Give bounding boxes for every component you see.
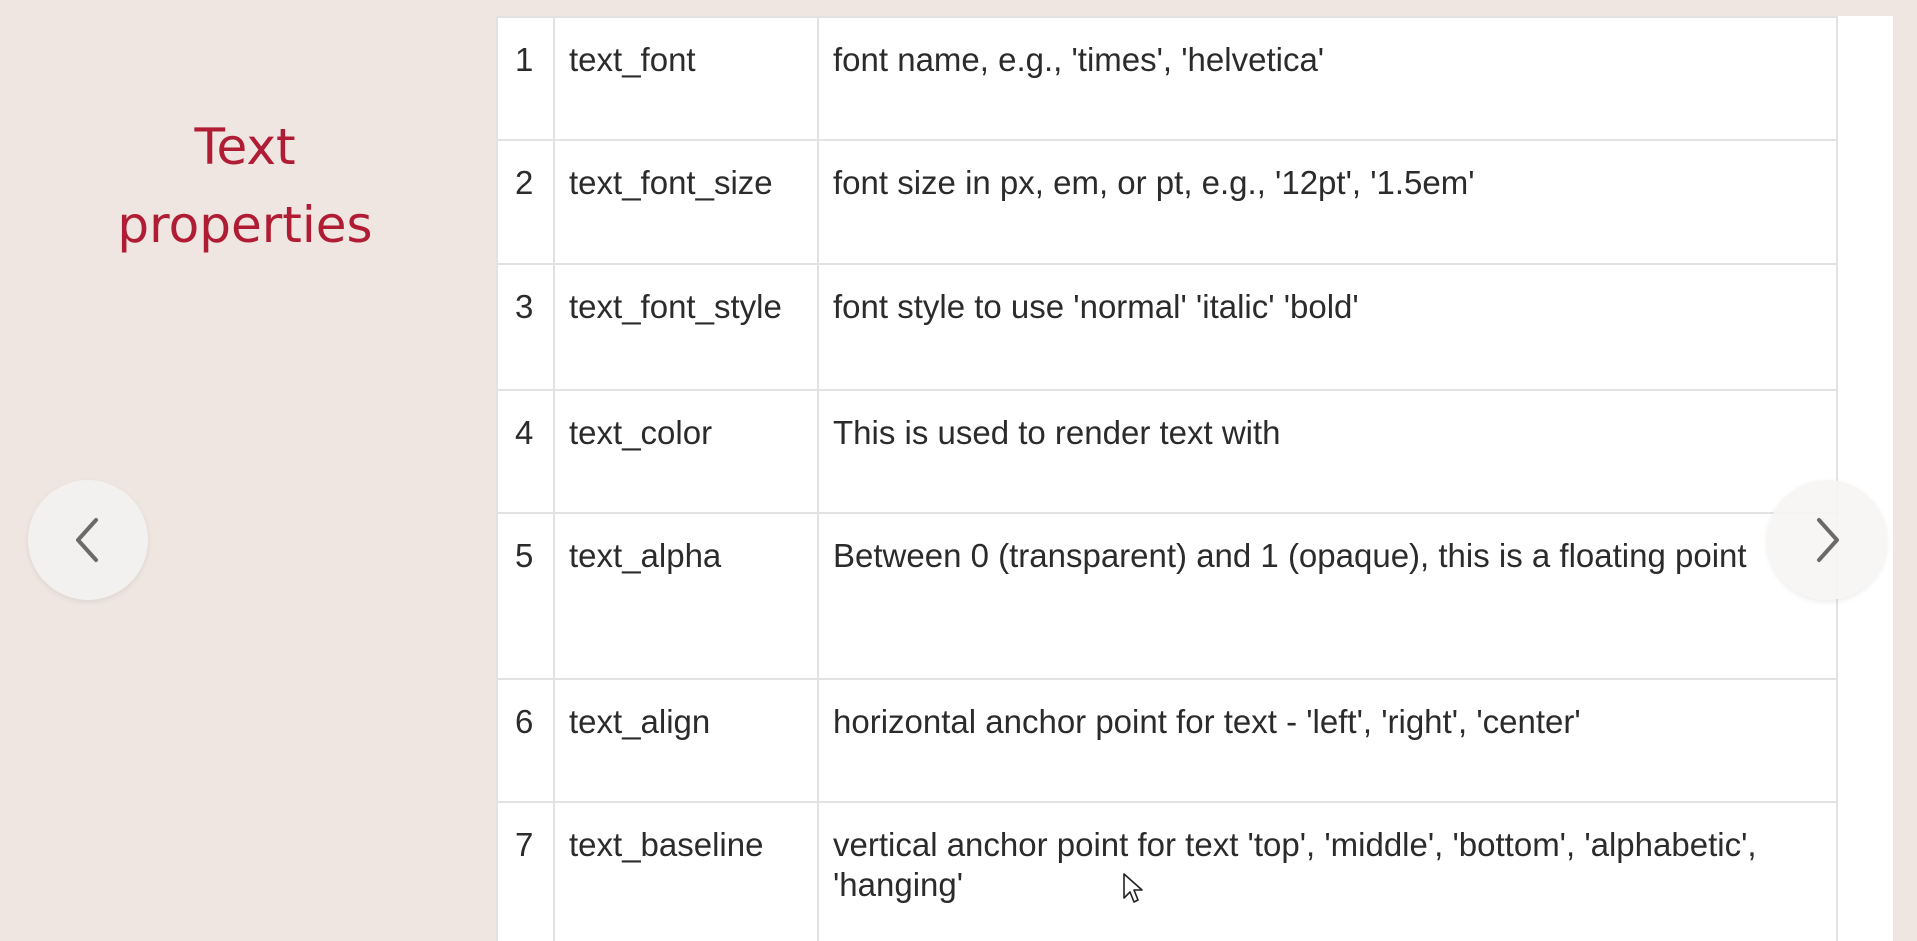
property-description: This is used to render text with <box>817 389 1838 514</box>
mouse-cursor-icon <box>1123 873 1143 903</box>
property-description: font size in px, em, or pt, e.g., '12pt'… <box>817 139 1838 265</box>
row-number: 1 <box>496 16 555 141</box>
slide-title: Text properties <box>60 108 430 264</box>
row-number: 7 <box>496 801 555 941</box>
row-number: 6 <box>496 678 555 803</box>
table-row: 7 text_baseline vertical anchor point fo… <box>496 801 1838 941</box>
row-number: 4 <box>496 389 555 514</box>
chevron-right-icon <box>1817 518 1839 562</box>
slide-title-line2: properties <box>117 196 373 254</box>
table-row: 1 text_font font name, e.g., 'times', 'h… <box>496 16 1838 141</box>
property-name: text_align <box>553 678 819 803</box>
property-description: font style to use 'normal' 'italic' 'bol… <box>817 263 1838 391</box>
property-description: vertical anchor point for text 'top', 'm… <box>817 801 1838 941</box>
property-name: text_color <box>553 389 819 514</box>
table-row: 5 text_alpha Between 0 (transparent) and… <box>496 512 1838 680</box>
property-description: font name, e.g., 'times', 'helvetica' <box>817 16 1838 141</box>
property-name: text_font <box>553 16 819 141</box>
row-number: 2 <box>496 139 555 265</box>
property-name: text_font_size <box>553 139 819 265</box>
next-slide-button[interactable] <box>1767 480 1887 600</box>
slide-title-line1: Text <box>194 118 296 176</box>
property-name: text_alpha <box>553 512 819 680</box>
table-row: 3 text_font_style font style to use 'nor… <box>496 263 1838 391</box>
property-description: Between 0 (transparent) and 1 (opaque), … <box>817 512 1838 680</box>
property-name: text_font_style <box>553 263 819 391</box>
table-row: 4 text_color This is used to render text… <box>496 389 1838 514</box>
row-number: 5 <box>496 512 555 680</box>
row-number: 3 <box>496 263 555 391</box>
chevron-left-icon <box>76 518 98 562</box>
table-row: 2 text_font_size font size in px, em, or… <box>496 139 1838 265</box>
table-row: 6 text_align horizontal anchor point for… <box>496 678 1838 803</box>
previous-slide-button[interactable] <box>28 480 148 600</box>
property-description: horizontal anchor point for text - 'left… <box>817 678 1838 803</box>
property-name: text_baseline <box>553 801 819 941</box>
text-properties-table: 1 text_font font name, e.g., 'times', 'h… <box>496 16 1838 941</box>
